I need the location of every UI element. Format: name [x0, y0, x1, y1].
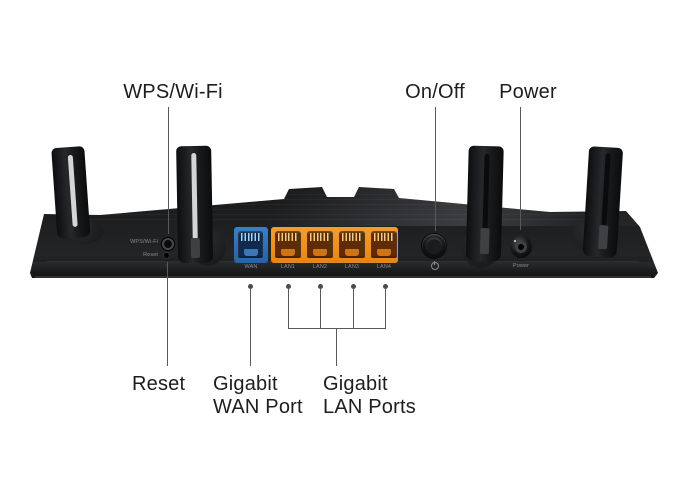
- lan-port-1-pins: [278, 233, 298, 241]
- antenna-2-clip: [190, 237, 201, 259]
- lan-port-4: [371, 231, 397, 258]
- panel-lan4-label: LAN4: [376, 263, 392, 270]
- callout-line-on-off: [435, 107, 436, 231]
- antenna-4-clip: [597, 224, 609, 250]
- on-off-button: [422, 234, 446, 258]
- panel-wan-label: WAN: [244, 263, 258, 270]
- callout-label-gigabit-lan: Gigabit LAN Ports: [323, 373, 416, 419]
- antenna-1-slot: [67, 154, 78, 228]
- panel-power-label: Power: [512, 262, 530, 269]
- callout-line-lan3: [353, 289, 354, 328]
- callout-label-on-off: On/Off: [405, 81, 465, 103]
- callout-bracket-lan: [288, 328, 386, 329]
- panel-lan1-label: LAN1: [280, 263, 296, 270]
- antenna-2-slot: [191, 152, 198, 251]
- callout-line-power: [520, 107, 521, 230]
- lan-port-1-tab: [281, 249, 295, 256]
- callout-label-gigabit-wan: Gigabit WAN Port: [213, 373, 303, 419]
- lan-port-4-tab: [377, 249, 391, 256]
- antenna-3: [465, 145, 504, 262]
- antenna-2: [176, 145, 214, 264]
- antenna-3-clip: [479, 227, 490, 255]
- gigabit-lan-line1: Gigabit: [323, 373, 388, 395]
- wan-port-pins: [241, 233, 260, 241]
- wps-button: [162, 238, 174, 250]
- callout-line-lan1: [288, 289, 289, 328]
- lan-port-3: [339, 231, 365, 258]
- callout-dot-lan1: [286, 284, 291, 289]
- lan-port-3-tab: [345, 249, 359, 256]
- reset-pinhole: [163, 252, 170, 259]
- lan-port-2: [307, 231, 333, 258]
- callout-line-reset: [167, 262, 168, 366]
- lan-port-4-pins: [374, 233, 394, 241]
- callout-dot-lan2: [318, 284, 323, 289]
- callout-dot-lan3: [351, 284, 356, 289]
- power-jack-ring: [515, 241, 527, 253]
- panel-lan2-label: LAN2: [312, 263, 328, 270]
- on-off-button-cap: [426, 238, 442, 254]
- power-jack-highlight: [514, 240, 516, 242]
- callout-line-wps: [168, 107, 169, 234]
- panel-micro-hole: [165, 264, 168, 267]
- panel-lan3-label: LAN3: [344, 263, 360, 270]
- callout-label-wps-wifi: WPS/Wi-Fi: [123, 81, 223, 103]
- antenna-4: [582, 146, 624, 259]
- callout-line-wan: [250, 289, 251, 366]
- callout-stem-lan: [336, 328, 337, 366]
- router-top-ridges: [87, 194, 607, 224]
- panel-bottom-strip: [30, 262, 658, 278]
- power-icon: [431, 261, 439, 270]
- panel-bottom-edge: [35, 276, 651, 278]
- wan-port-tab: [243, 249, 258, 256]
- lan-port-2-pins: [310, 233, 330, 241]
- gigabit-lan-line2: LAN Ports: [323, 396, 416, 418]
- lan-port-section: [271, 227, 398, 263]
- power-jack: [510, 236, 532, 258]
- antenna-1: [51, 146, 91, 240]
- gigabit-wan-line2: WAN Port: [213, 396, 303, 418]
- wan-port: [238, 231, 263, 258]
- lan-port-1: [275, 231, 301, 258]
- gigabit-wan-line1: Gigabit: [213, 373, 278, 395]
- panel-reset-label: Reset: [143, 251, 158, 258]
- callout-label-power: Power: [499, 81, 557, 103]
- callout-line-lan2: [320, 289, 321, 328]
- callout-dot-wan: [248, 284, 253, 289]
- callout-dot-lan4: [383, 284, 388, 289]
- panel-wps-label: WPS/Wi-Fi: [130, 238, 158, 245]
- callout-line-lan4: [385, 289, 386, 328]
- lan-port-2-tab: [313, 249, 327, 256]
- callout-label-reset: Reset: [132, 373, 186, 395]
- lan-port-3-pins: [342, 233, 362, 241]
- wan-port-section: [234, 227, 268, 263]
